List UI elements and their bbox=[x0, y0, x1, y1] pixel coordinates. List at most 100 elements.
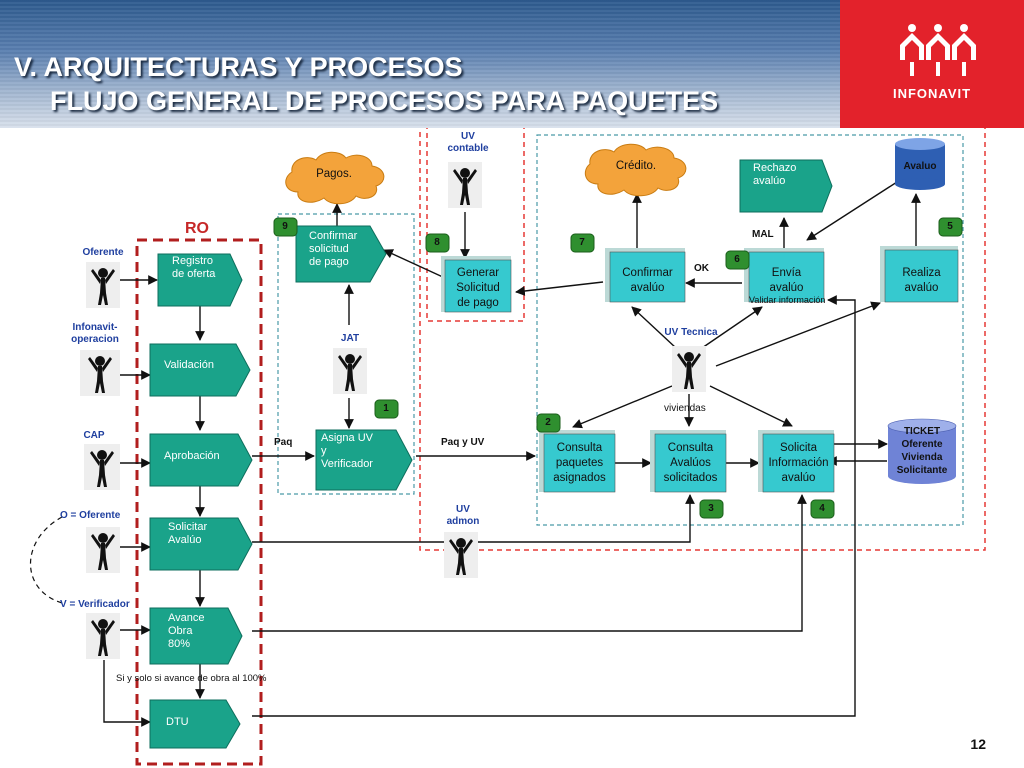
avance-box bbox=[149, 607, 243, 665]
step-3-badge bbox=[699, 499, 724, 519]
ticket-label: TICKET Oferente Vivienda Solicitante bbox=[896, 426, 948, 476]
arrow-solicitar-consulta-avaluos bbox=[252, 494, 695, 543]
arrow-avance-solicita bbox=[252, 494, 807, 632]
arrow-uvtecnica-consulta-paquetes bbox=[572, 385, 673, 429]
step-8-label: 8 bbox=[434, 237, 440, 248]
slide-title-line-2: FLUJO GENERAL DE PROCESOS PARA PAQUETES bbox=[50, 86, 719, 116]
step-3-label: 3 bbox=[708, 503, 714, 514]
actor-infonavit-icon bbox=[80, 350, 120, 396]
validar-label: Validar información bbox=[749, 295, 826, 305]
actor-oferente-icon bbox=[86, 262, 120, 308]
actor-uv-tecnica-icon bbox=[672, 346, 706, 392]
rechazo-label: Rechazo avalúo bbox=[753, 162, 797, 187]
consulta-paquetes-label: Consulta paquetes asignados bbox=[553, 442, 606, 484]
infonavit-label: Infonavit- operacion bbox=[71, 322, 119, 345]
realiza-box bbox=[880, 246, 959, 303]
uv-contable-group-frame bbox=[426, 128, 525, 322]
confirmar-pago-label: Confirmar solicitud de pago bbox=[309, 230, 358, 268]
registro-label: Registro de oferta bbox=[172, 255, 216, 280]
logo-text: INFONAVIT bbox=[892, 86, 972, 101]
cap-label: CAP bbox=[83, 430, 105, 441]
step-2-label: 2 bbox=[545, 417, 551, 428]
o-oferente-label: O = Oferente bbox=[60, 510, 121, 521]
uv-tecnica-label: UV Tecnica bbox=[664, 327, 718, 338]
aprobacion-box bbox=[149, 433, 253, 487]
consulta-avaluos-box bbox=[650, 430, 727, 493]
condition-note: Si y solo si avance de obra al 100% bbox=[116, 673, 267, 684]
actor-uv-admon-icon bbox=[444, 532, 478, 578]
arrow-uvtecnica-solicita bbox=[709, 385, 793, 427]
confirmar-pago-box bbox=[295, 225, 387, 283]
asigna-box bbox=[315, 429, 413, 491]
arrow-avaluo-envia bbox=[806, 181, 898, 241]
uv-contable-label: UV contable bbox=[447, 131, 489, 154]
avaluo-db-label: Avaluo bbox=[903, 161, 937, 172]
uv-admon-label: UV admon bbox=[446, 504, 480, 527]
rechazo-box bbox=[739, 159, 833, 213]
avaluo-database-icon bbox=[895, 138, 945, 190]
step-7-badge bbox=[570, 233, 595, 253]
actor-uv-contable-icon bbox=[448, 162, 482, 208]
solicitar-label: Solicitar Avalúo bbox=[168, 521, 208, 546]
consulta-avaluos-label: Consulta Avalúos solicitados bbox=[663, 442, 718, 484]
generar-box bbox=[441, 256, 512, 313]
step-9-badge bbox=[273, 217, 298, 237]
confirmar-avaluo-box bbox=[605, 248, 686, 303]
arrow-verificador-dtu bbox=[103, 660, 151, 727]
dtu-label: DTU bbox=[166, 716, 189, 728]
viviendas-label: viviendas bbox=[664, 403, 706, 414]
aprobacion-label: Aprobación bbox=[164, 450, 220, 462]
arrow-generar-confirmar bbox=[383, 249, 446, 279]
oferente-label: Oferente bbox=[82, 247, 124, 258]
avance-label: Avance Obra 80% bbox=[168, 612, 205, 650]
credito-cloud-icon bbox=[584, 143, 687, 197]
validacion-label: Validación bbox=[164, 359, 214, 371]
process-flow-diagram bbox=[29, 128, 986, 766]
validacion-box bbox=[149, 343, 251, 397]
actor-oferente-2-icon bbox=[86, 527, 120, 573]
jat-group-frame bbox=[277, 213, 415, 495]
actor-cap-icon bbox=[84, 444, 120, 490]
pagos-label: Pagos. bbox=[316, 168, 352, 180]
mal-label: MAL bbox=[752, 229, 774, 240]
solicitar-box bbox=[149, 517, 253, 571]
envia-box bbox=[744, 248, 825, 303]
ticket-database-icon bbox=[887, 418, 957, 484]
solicita-info-label: Solicita Información avalúo bbox=[768, 442, 829, 484]
step-1-label: 1 bbox=[383, 403, 389, 414]
paq-uv-label: Paq y UV bbox=[441, 437, 485, 448]
ro-group-frame bbox=[135, 238, 263, 766]
uv-group-frame bbox=[419, 128, 986, 551]
paq-label: Paq bbox=[274, 437, 293, 448]
generar-label: Generar Solicitud de pago bbox=[456, 267, 500, 309]
realiza-label: Realiza avalúo bbox=[902, 267, 941, 294]
uv-tecnica-group-frame bbox=[536, 134, 964, 526]
jat-label: JAT bbox=[340, 333, 360, 344]
oferente-verificador-dashed-link bbox=[29, 516, 63, 604]
logo-houses-icon bbox=[900, 24, 976, 76]
step-2-badge bbox=[536, 413, 561, 433]
arrow-uvtecnica-envia bbox=[701, 306, 763, 349]
dtu-box bbox=[149, 699, 241, 749]
slide-header: V. ARQUITECTURAS Y PROCESOS FLUJO GENERA… bbox=[0, 0, 1024, 128]
step-8-badge bbox=[425, 233, 450, 253]
step-5-badge bbox=[938, 217, 963, 237]
actor-verificador-icon bbox=[86, 613, 120, 659]
step-1-badge bbox=[374, 399, 399, 419]
arrow-confirmar-generar bbox=[515, 281, 604, 296]
step-4-badge bbox=[810, 499, 835, 519]
confirmar-avaluo-label: Confirmar avalúo bbox=[622, 267, 673, 294]
actor-jat-icon bbox=[333, 348, 367, 394]
ok-label: OK bbox=[694, 263, 709, 274]
infonavit-logo: INFONAVIT bbox=[840, 0, 1024, 128]
step-9-label: 9 bbox=[282, 221, 288, 232]
arrow-uvtecnica-realiza bbox=[715, 301, 881, 367]
ro-group-label: RO bbox=[185, 220, 209, 237]
v-verificador-label: V = Verificador bbox=[60, 599, 130, 610]
registro-box bbox=[157, 253, 243, 307]
arrow-uvtecnica-confirmar bbox=[631, 306, 677, 349]
arrow-dtu-envia bbox=[252, 295, 856, 717]
page-number: 12 bbox=[970, 736, 986, 752]
consulta-paquetes-box bbox=[539, 430, 616, 493]
asigna-label: Asigna UV y Verificador bbox=[321, 432, 373, 470]
